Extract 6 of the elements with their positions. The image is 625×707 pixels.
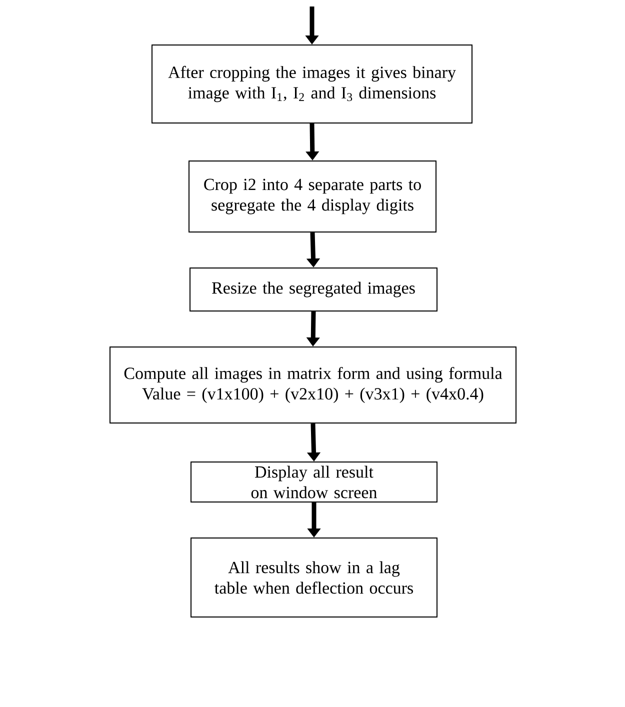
process-box: Resize the segregated images	[190, 268, 438, 312]
process-box: Compute all images in matrix form and using formula Value = (v1x100) + (v2x10) + (v3x1) + (v4x0.4)	[110, 346, 516, 424]
process-box: After cropping the images it gives binary image with I$_{1}$, I$_{2}$ and I$_{3}$ dimensions	[152, 44, 472, 124]
process-box: All results show in a lag table when deflection occurs	[190, 538, 438, 618]
process-box: Display all result on window screen	[190, 462, 438, 502]
process-box: Crop i2 into 4 separate parts to segregate the 4 display digits	[188, 160, 436, 232]
